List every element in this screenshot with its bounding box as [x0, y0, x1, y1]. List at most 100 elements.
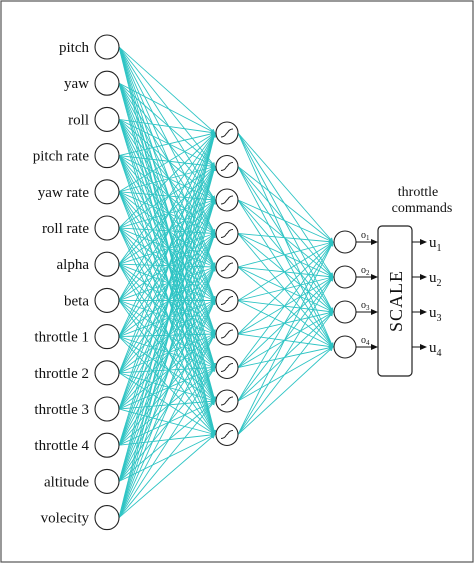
connection-input-hidden [118, 155, 216, 268]
connection-input-hidden [118, 83, 216, 402]
connection-input-hidden [118, 46, 216, 335]
connection-input-hidden [118, 367, 216, 446]
connection-hidden-output [237, 241, 334, 368]
connection-input-hidden [118, 233, 216, 374]
connection-input-hidden [118, 300, 216, 402]
connection-input-hidden [118, 266, 216, 337]
command-label: u4 [429, 340, 442, 359]
connection-hidden-output [237, 233, 334, 313]
connection-input-hidden [118, 336, 216, 435]
connection-input-hidden [118, 166, 216, 229]
input-node [94, 179, 120, 205]
input-node [94, 251, 120, 277]
connection-input-hidden [118, 263, 216, 435]
connection-input-hidden [118, 165, 216, 193]
connection-input-hidden [118, 432, 216, 446]
connection-hidden-output [237, 233, 334, 244]
connection-input-hidden [118, 266, 216, 301]
connection-input-hidden [118, 227, 216, 335]
connection-input-hidden [118, 263, 216, 302]
connection-hidden-output [237, 266, 334, 348]
connection-input-hidden [118, 82, 216, 201]
input-label: yaw [64, 76, 89, 92]
input-node [94, 34, 120, 60]
connection-input-hidden [118, 155, 216, 169]
commands-title-line1: throttle [398, 185, 438, 200]
connection-input-hidden [118, 82, 216, 268]
connection-input-hidden [118, 199, 216, 374]
connection-input-hidden [118, 191, 216, 435]
connection-input-hidden [118, 331, 216, 338]
connection-input-hidden [118, 132, 216, 446]
sigmoid-curve-icon [220, 329, 234, 339]
connection-input-hidden [118, 155, 216, 335]
connection-input-hidden [118, 155, 216, 234]
connection-hidden-output [237, 241, 334, 335]
connection-input-hidden [118, 118, 216, 167]
sigmoid-curve-icon [220, 128, 234, 138]
scale-box [377, 225, 413, 377]
connection-input-hidden [118, 232, 216, 265]
connection-input-hidden [118, 408, 216, 436]
connection-input-hidden [118, 367, 216, 410]
connection-input-hidden [118, 227, 216, 402]
connection-input-hidden [118, 333, 216, 518]
commands-title-line2: commands [392, 201, 453, 216]
input-node [94, 143, 120, 169]
connection-hidden-output [237, 166, 334, 348]
connection-input-hidden [118, 300, 216, 446]
input-label: volecity [41, 511, 90, 527]
connection-hidden-output [237, 346, 334, 402]
input-label: pitch [59, 40, 89, 56]
sigmoid-curve-icon [220, 363, 234, 372]
input-label: yaw rate [38, 185, 90, 201]
connection-hidden-output [237, 240, 334, 268]
connection-hidden-output [237, 275, 334, 301]
connection-hidden-output [237, 266, 334, 313]
output-label: o3 [361, 300, 370, 312]
connection-input-hidden [118, 132, 216, 301]
hidden-output-connections [237, 132, 334, 435]
connection-input-hidden [118, 266, 216, 374]
connection-input-hidden [118, 82, 216, 234]
connection-input-hidden [118, 83, 216, 335]
connection-hidden-output [237, 166, 334, 313]
connection-input-hidden [118, 299, 216, 338]
connection-input-hidden [118, 367, 216, 518]
connection-hidden-output [237, 166, 334, 243]
connection-input-hidden [118, 227, 216, 435]
input-label: roll [68, 112, 89, 128]
input-node [94, 468, 120, 494]
connection-input-hidden [118, 266, 216, 410]
connection-hidden-output [237, 310, 334, 335]
connection-input-hidden [118, 132, 216, 193]
input-node [94, 432, 120, 458]
connection-input-hidden [118, 333, 216, 482]
connection-hidden-output [237, 276, 334, 435]
connection-input-hidden [118, 300, 216, 374]
command-label: u1 [429, 235, 442, 254]
connection-input-hidden [118, 300, 216, 518]
connection-hidden-output [237, 132, 334, 243]
connection-input-hidden [118, 83, 216, 301]
connection-hidden-output [237, 333, 334, 349]
input-node [94, 324, 120, 350]
connection-hidden-output [237, 199, 334, 278]
connection-input-hidden [118, 155, 216, 301]
connection-input-hidden [118, 132, 216, 229]
input-node [94, 70, 120, 96]
connection-hidden-output [237, 311, 334, 368]
connection-input-hidden [118, 300, 216, 368]
sigmoid-curve-icon [220, 162, 234, 171]
connection-input-hidden [118, 132, 217, 482]
connection-input-hidden [118, 400, 216, 518]
connection-input-hidden [118, 119, 216, 335]
connection-input-hidden [118, 191, 216, 402]
connection-hidden-output [237, 199, 334, 243]
connection-hidden-output [237, 346, 334, 435]
connection-input-hidden [118, 119, 216, 402]
